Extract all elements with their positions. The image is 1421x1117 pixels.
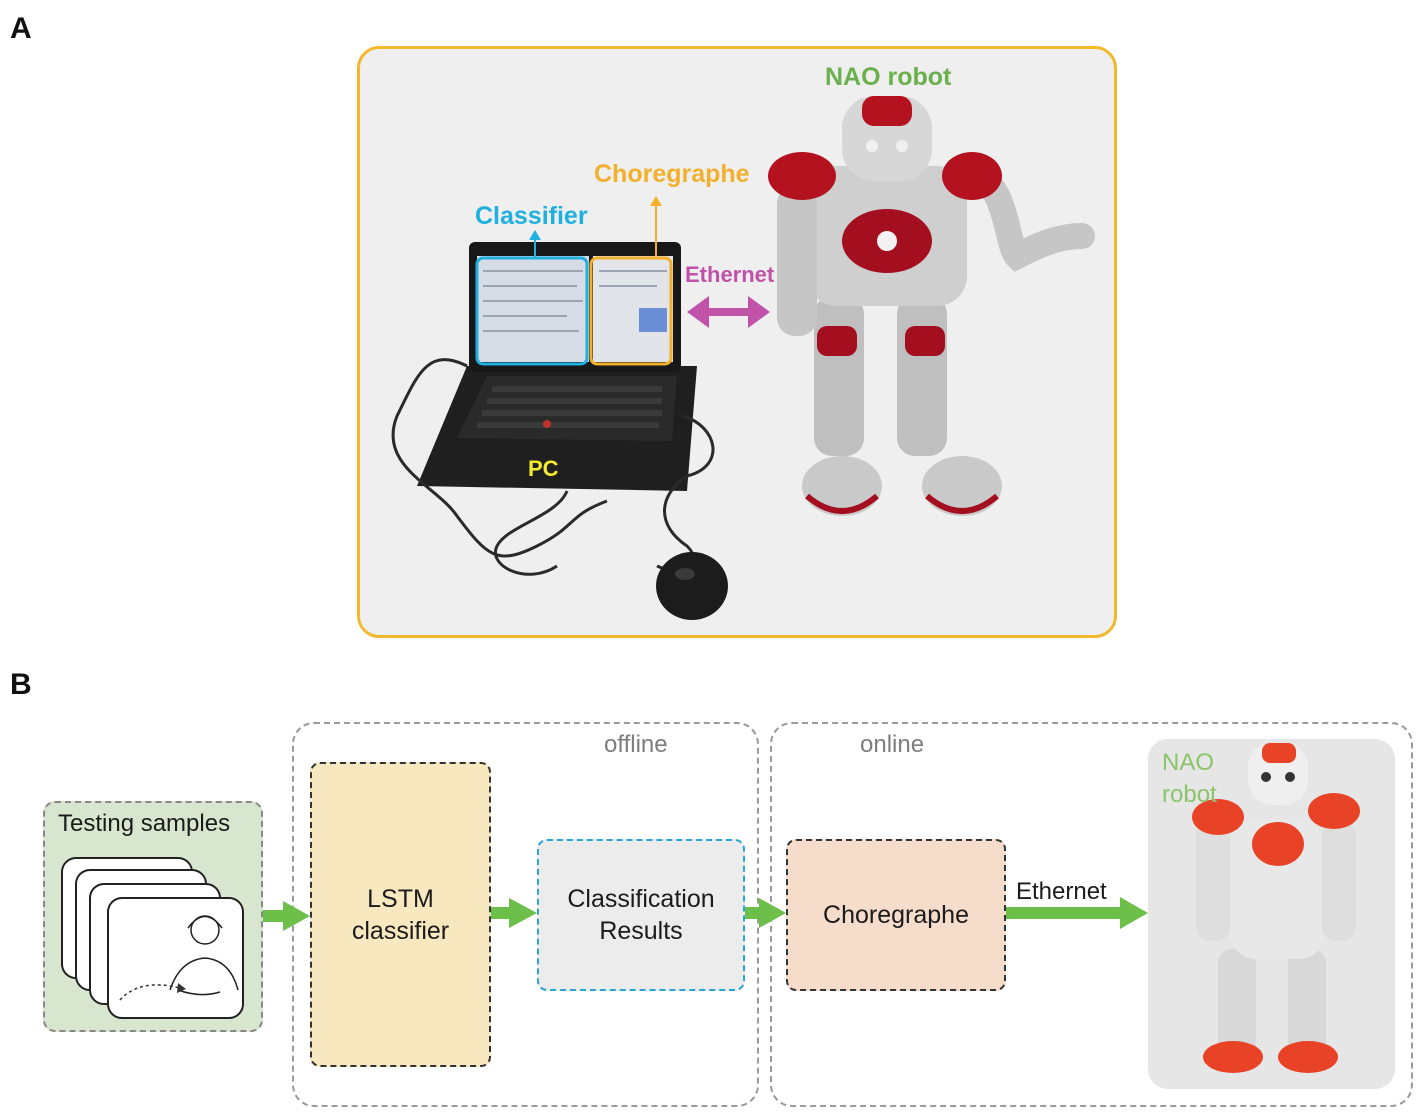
panel-a-letter: A bbox=[10, 12, 32, 45]
laptop-illustration bbox=[391, 196, 728, 620]
testing-samples-label: Testing samples bbox=[58, 810, 231, 837]
nao-robot-b-label: NAO robot bbox=[1162, 747, 1217, 811]
ethernet-b-label: Ethernet bbox=[1016, 878, 1107, 905]
lstm-label-line1: LSTM bbox=[367, 884, 434, 913]
nao-robot-b-line1: NAO bbox=[1162, 749, 1215, 776]
results-label-line2: Results bbox=[599, 917, 683, 945]
sign-language-samples-icon bbox=[61, 857, 244, 1019]
lstm-classifier-box: LSTM classifier bbox=[310, 762, 491, 1067]
choregraphe-box-label: Choregraphe bbox=[823, 901, 969, 929]
lstm-label-line2: classifier bbox=[351, 916, 450, 945]
pc-label: PC bbox=[528, 456, 559, 481]
choregraphe-box: Choregraphe bbox=[786, 839, 1006, 991]
offline-label: offline bbox=[604, 731, 668, 758]
choregraphe-label: Choregraphe bbox=[594, 160, 750, 188]
panel-b-letter: B bbox=[10, 668, 32, 701]
results-label-line1: Classification bbox=[567, 885, 715, 913]
nao-robot-b-illustration bbox=[1192, 743, 1360, 1073]
classifier-label: Classifier bbox=[475, 202, 588, 230]
panel-a-illustration bbox=[391, 96, 1095, 620]
nao-robot-illustration bbox=[768, 96, 1095, 516]
nao-robot-b-line2: robot bbox=[1162, 781, 1217, 808]
ethernet-double-arrow bbox=[687, 296, 770, 328]
online-label: online bbox=[860, 731, 925, 758]
nao-robot-label: NAO robot bbox=[825, 63, 952, 91]
ethernet-label: Ethernet bbox=[685, 262, 775, 287]
